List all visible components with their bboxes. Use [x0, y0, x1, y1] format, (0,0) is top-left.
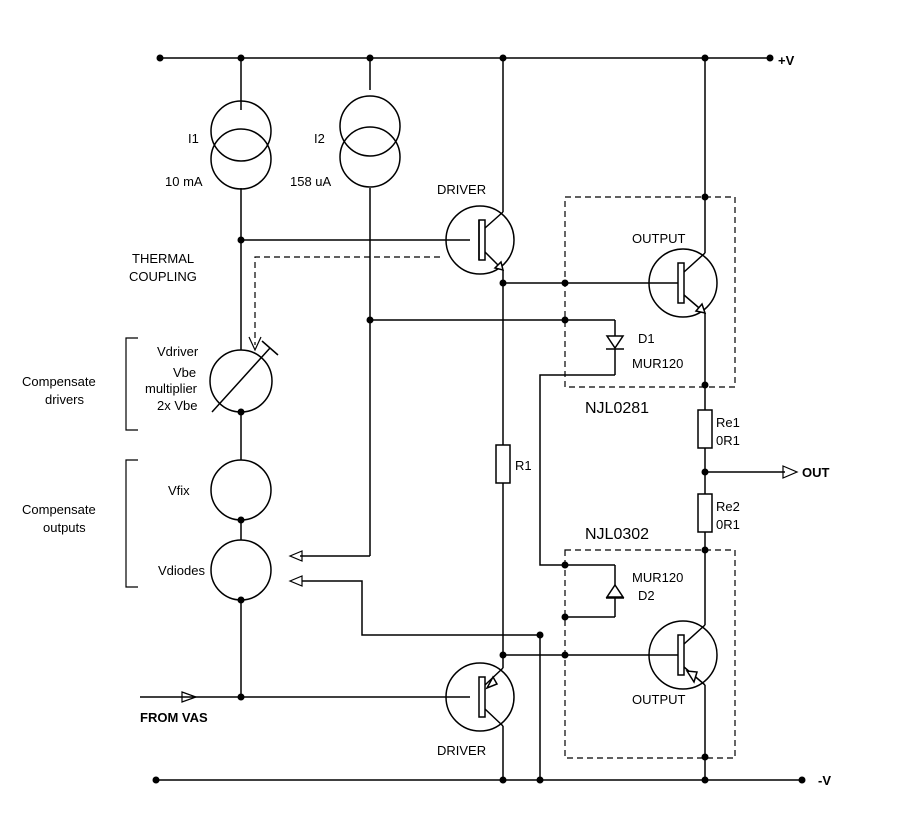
thermal-arrow-icon	[248, 336, 262, 352]
label-compensate-drivers-2: drivers	[45, 392, 85, 407]
label-compensate-drivers-1: Compensate	[22, 374, 96, 389]
vfix-source	[210, 459, 272, 521]
label-compensate-outputs-1: Compensate	[22, 502, 96, 517]
label-d2: D2	[638, 588, 655, 603]
label-from-vas: FROM VAS	[140, 710, 208, 725]
label-compensate-outputs-2: outputs	[43, 520, 86, 535]
current-source-i1	[210, 100, 272, 190]
label-driver-top: DRIVER	[437, 182, 486, 197]
from-vas-arrow-icon	[181, 691, 198, 703]
label-d2-part: MUR120	[632, 570, 683, 585]
label-njl0281: NJL0281	[585, 400, 649, 417]
wire-lower-diode-return	[302, 580, 540, 636]
arrow-vdiodes-top-icon	[288, 550, 303, 562]
wire-d1-d2-link	[539, 374, 615, 566]
junction-dots	[152, 54, 806, 784]
label-output-top: OUTPUT	[632, 231, 686, 246]
label-driver-bottom: DRIVER	[437, 743, 486, 758]
label-vdiodes: Vdiodes	[158, 563, 205, 578]
label-vbe: Vbe	[173, 365, 196, 380]
label-2x-vbe: 2x Vbe	[157, 398, 197, 413]
bracket-drivers	[125, 337, 138, 431]
current-source-i2	[339, 95, 401, 188]
label-output-bottom: OUTPUT	[632, 692, 686, 707]
label-i1: I1	[188, 131, 199, 146]
label-vdriver: Vdriver	[157, 344, 199, 359]
label-re1: Re1	[716, 415, 740, 430]
label-out: OUT	[802, 465, 830, 480]
resistor-r1	[495, 444, 511, 484]
label-re2-value: 0R1	[716, 517, 740, 532]
label-multiplier: multiplier	[145, 381, 198, 396]
package-njl0281	[564, 196, 736, 388]
driver-transistor-top	[445, 205, 515, 275]
label-vfix: Vfix	[168, 483, 190, 498]
label-d1: D1	[638, 331, 655, 346]
label-i1-value: 10 mA	[165, 174, 203, 189]
vbe-multiplier	[209, 340, 279, 413]
label-d1-part: MUR120	[632, 356, 683, 371]
label-thermal: THERMAL	[132, 251, 194, 266]
thermal-coupling-line	[254, 256, 440, 345]
label-vplus: +V	[778, 53, 795, 68]
diode-d1	[605, 335, 625, 350]
bracket-outputs	[125, 459, 138, 588]
vdiodes-source	[210, 539, 272, 601]
label-re2: Re2	[716, 499, 740, 514]
resistor-re2	[697, 493, 713, 533]
arrow-vdiodes-bottom-icon	[288, 575, 303, 587]
label-r1: R1	[515, 458, 532, 473]
label-coupling: COUPLING	[129, 269, 197, 284]
label-i2-value: 158 uA	[290, 174, 332, 189]
label-vminus: -V	[818, 773, 831, 788]
label-njl0302: NJL0302	[585, 526, 649, 543]
driver-transistor-bottom	[445, 662, 515, 732]
out-arrow-icon	[782, 465, 799, 479]
resistor-re1	[697, 409, 713, 449]
label-i2: I2	[314, 131, 325, 146]
diode-d2	[605, 583, 625, 599]
label-re1-value: 0R1	[716, 433, 740, 448]
